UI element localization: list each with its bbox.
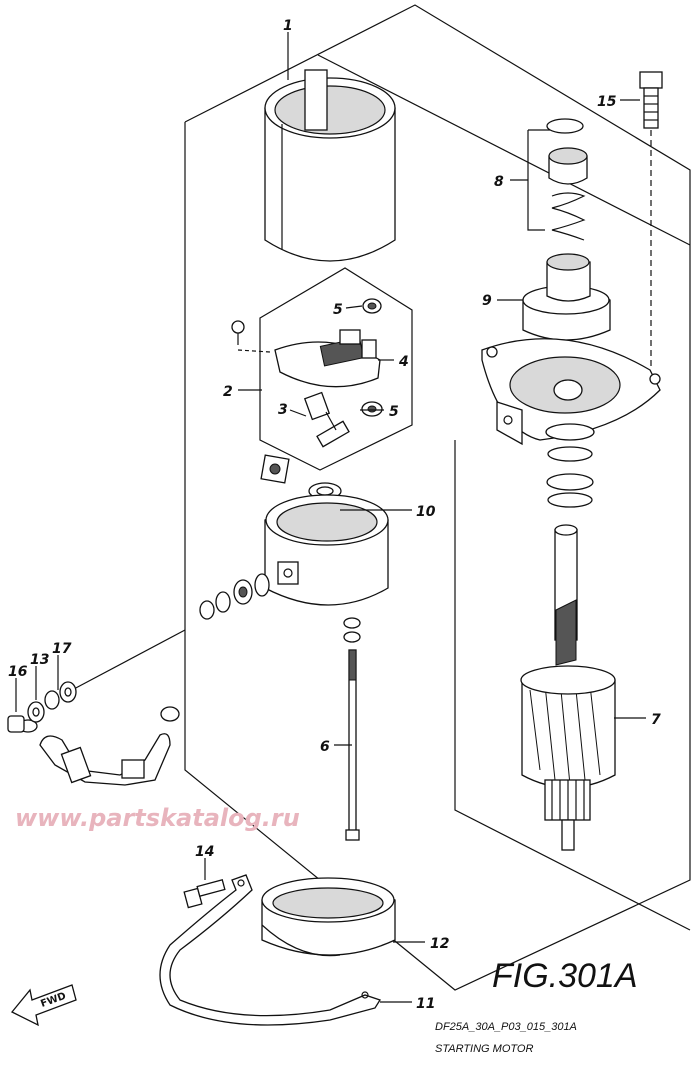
brush-spring-upper[interactable] xyxy=(362,298,382,314)
shim-washers[interactable] xyxy=(545,423,595,508)
brush-holder-plate[interactable] xyxy=(274,329,381,388)
rear-end-cover[interactable] xyxy=(264,494,389,606)
through-bolt[interactable] xyxy=(343,617,361,841)
stop-collar[interactable] xyxy=(548,147,588,185)
lead-wire[interactable] xyxy=(18,629,186,786)
callout-5a: 5 xyxy=(333,302,343,318)
plate-screw[interactable] xyxy=(231,320,271,353)
brush-group-outline xyxy=(259,267,413,471)
strap-bolt[interactable] xyxy=(183,868,226,909)
inner-outline-right xyxy=(454,440,691,931)
pinion-spring[interactable] xyxy=(551,192,586,241)
callout-10: 10 xyxy=(416,504,436,520)
mounting-strap[interactable] xyxy=(159,874,381,1026)
callout-5b: 5 xyxy=(389,404,399,420)
lock-washer-13[interactable] xyxy=(27,701,45,723)
caption-name: STARTING MOTOR xyxy=(435,1043,533,1055)
inner-outline xyxy=(317,54,691,246)
brush[interactable] xyxy=(303,391,350,448)
yoke-housing[interactable] xyxy=(264,69,396,262)
callout-11: 11 xyxy=(416,996,435,1012)
callout-16: 16 xyxy=(8,664,28,680)
rubber-cushion[interactable] xyxy=(261,877,396,957)
assembly-outline xyxy=(184,4,691,991)
fwd-arrow-icon: FWD xyxy=(10,984,77,1027)
washer-17[interactable] xyxy=(44,681,77,710)
brush-spring-lower[interactable] xyxy=(361,401,383,417)
snap-ring[interactable] xyxy=(546,118,584,134)
callout-leaders xyxy=(15,32,646,1003)
callout-4: 4 xyxy=(398,354,409,370)
callout-7: 7 xyxy=(651,712,661,728)
callout-2: 2 xyxy=(223,384,233,400)
callout-15: 15 xyxy=(597,94,617,110)
callout-12: 12 xyxy=(430,936,449,952)
square-nut[interactable] xyxy=(260,454,290,484)
armature[interactable] xyxy=(520,524,616,851)
front-bracket[interactable] xyxy=(481,338,661,446)
callout-8: 8 xyxy=(494,174,504,190)
pinion-gear[interactable] xyxy=(522,253,611,341)
mounting-bolt[interactable] xyxy=(639,71,663,370)
terminal-washers[interactable] xyxy=(199,573,270,620)
caption-code: DF25A_30A_P03_015_301A xyxy=(435,1021,577,1033)
callout-9: 9 xyxy=(482,293,492,309)
figure-title: FIG.301A xyxy=(492,957,638,995)
callout-1: 1 xyxy=(283,18,293,34)
callout-6: 6 xyxy=(320,739,330,755)
terminal-nut-16[interactable] xyxy=(7,715,25,733)
callout-3: 3 xyxy=(278,402,288,418)
callout-13: 13 xyxy=(30,652,49,668)
callout-14: 14 xyxy=(195,844,214,860)
watermark-text: www.partskatalog.ru xyxy=(15,804,300,832)
callout-17: 17 xyxy=(52,641,72,657)
